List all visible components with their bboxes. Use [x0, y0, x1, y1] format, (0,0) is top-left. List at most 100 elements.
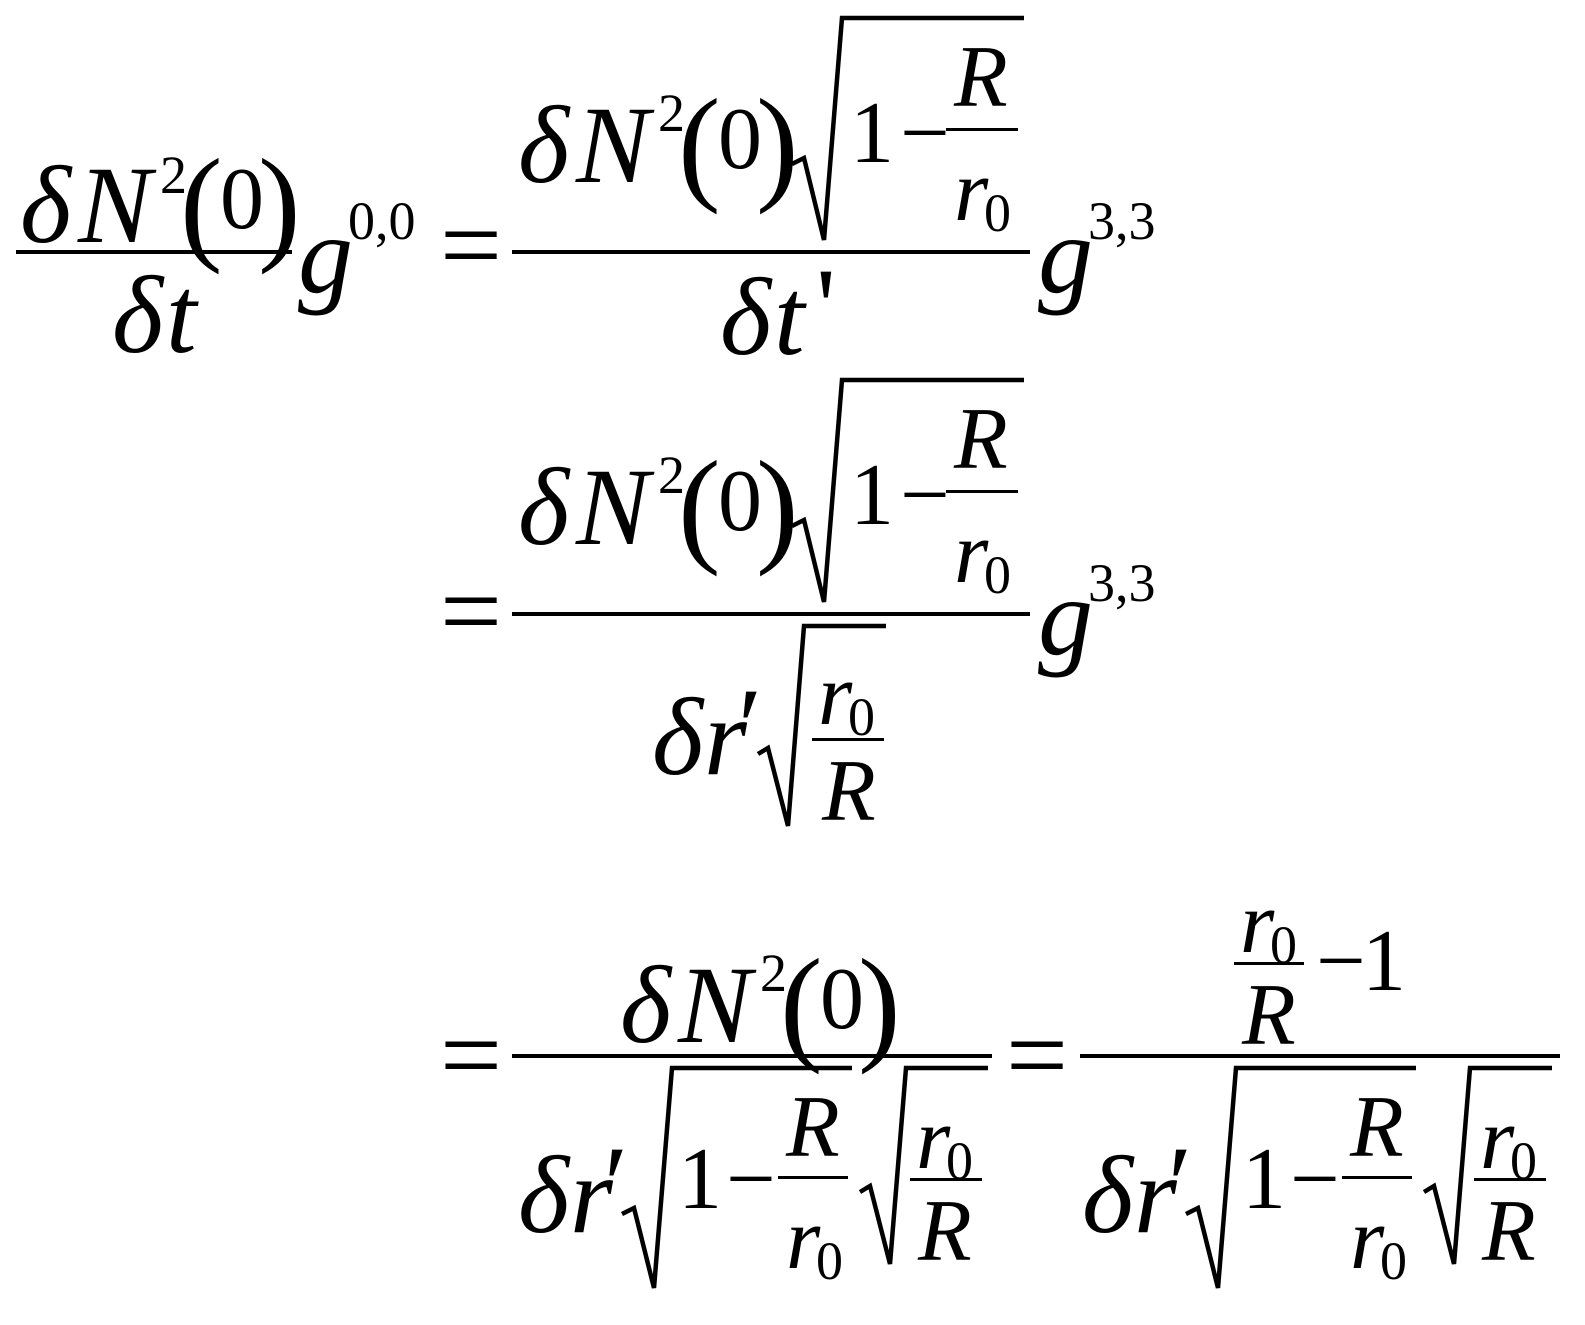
- prime-mark: ′: [738, 666, 763, 788]
- minus-sign: −: [900, 85, 950, 182]
- var-t: t: [774, 256, 805, 378]
- var-r: r: [916, 1091, 951, 1188]
- delta-symbol: δ: [518, 446, 570, 568]
- prime-mark: ': [816, 246, 836, 368]
- delta-symbol: δ: [720, 256, 772, 378]
- var-g: g: [1038, 556, 1093, 678]
- delta-symbol: δ: [20, 144, 72, 266]
- var-r: r: [1480, 1091, 1515, 1188]
- superscript-3-3: 3,3: [1088, 553, 1156, 613]
- right-paren: ): [756, 435, 799, 577]
- var-t: t: [166, 254, 197, 376]
- var-N: N: [78, 144, 152, 266]
- var-N: N: [678, 944, 752, 1066]
- fraction-bar: [910, 1178, 982, 1181]
- exponent-2: 2: [160, 145, 187, 205]
- radical-sign: [790, 15, 1024, 241]
- one: 1: [1242, 1131, 1286, 1228]
- var-R: R: [954, 391, 1008, 488]
- var-R: R: [822, 743, 876, 840]
- var-R: R: [1482, 1183, 1536, 1280]
- var-N: N: [576, 84, 650, 206]
- one: 1: [850, 85, 894, 182]
- exponent-2: 2: [658, 83, 685, 143]
- var-N: N: [576, 446, 650, 568]
- zero: 0: [718, 91, 762, 188]
- zero: 0: [220, 151, 264, 248]
- fraction-bar: [1474, 1178, 1546, 1181]
- right-paren: ): [258, 133, 301, 275]
- var-R: R: [1242, 967, 1296, 1064]
- minus-sign: −: [726, 1131, 776, 1228]
- subscript-0: 0: [848, 687, 875, 747]
- var-r: r: [1240, 875, 1275, 972]
- fraction-bar: [512, 250, 1030, 254]
- fraction-bar: [946, 490, 1018, 493]
- right-paren: ): [858, 933, 901, 1075]
- left-paren: (: [780, 933, 823, 1075]
- var-g: g: [298, 194, 353, 316]
- left-paren: (: [678, 73, 721, 215]
- exponent-2: 2: [658, 445, 685, 505]
- radical-sign: [620, 1065, 852, 1289]
- var-r: r: [570, 1134, 613, 1256]
- delta-symbol: δ: [518, 84, 570, 206]
- zero: 0: [718, 453, 762, 550]
- fraction-bar: [16, 250, 292, 254]
- delta-symbol: δ: [518, 1134, 570, 1256]
- var-r: r: [954, 505, 989, 602]
- one: 1: [1362, 913, 1406, 1010]
- superscript-0-0: 0,0: [348, 191, 416, 251]
- delta-symbol: δ: [1082, 1134, 1134, 1256]
- radical-sign: [858, 1065, 988, 1265]
- zero: 0: [820, 951, 864, 1048]
- exponent-2: 2: [760, 943, 787, 1003]
- fraction-bar: [812, 738, 884, 741]
- fraction-bar: [512, 1054, 992, 1058]
- radical-sign: [1184, 1065, 1416, 1289]
- fraction-bar: [512, 612, 1030, 616]
- delta-symbol: δ: [620, 944, 672, 1066]
- superscript-3-3: 3,3: [1088, 191, 1156, 251]
- equals-sign: =: [440, 550, 503, 672]
- fraction-bar: [1080, 1054, 1560, 1058]
- left-paren: (: [678, 435, 721, 577]
- one: 1: [678, 1131, 722, 1228]
- var-R: R: [918, 1183, 972, 1280]
- var-R: R: [1350, 1079, 1404, 1176]
- right-paren: ): [756, 73, 799, 215]
- equals-sign: =: [440, 994, 503, 1116]
- left-paren: (: [180, 133, 223, 275]
- radical-sign: [1422, 1065, 1552, 1265]
- minus-sign: −: [1290, 1131, 1340, 1228]
- delta-symbol: δ: [652, 676, 704, 798]
- var-r: r: [1134, 1134, 1177, 1256]
- fraction-bar: [1342, 1176, 1412, 1179]
- subscript-0: 0: [984, 545, 1011, 605]
- var-r: r: [954, 143, 989, 240]
- equals-sign: =: [440, 184, 503, 306]
- prime-mark: ′: [1168, 1124, 1193, 1246]
- radical-sign: [790, 377, 1024, 603]
- fraction-bar: [946, 128, 1018, 131]
- var-r: r: [1350, 1191, 1385, 1288]
- subscript-0: 0: [1380, 1231, 1407, 1291]
- subscript-0: 0: [984, 183, 1011, 243]
- one: 1: [850, 447, 894, 544]
- fraction-bar: [778, 1176, 848, 1179]
- fraction-bar: [1234, 962, 1304, 965]
- var-R: R: [954, 29, 1008, 126]
- equals-sign: =: [1006, 994, 1069, 1116]
- delta-symbol: δ: [112, 254, 164, 376]
- prime-mark: ′: [604, 1124, 629, 1246]
- minus-sign: −: [900, 447, 950, 544]
- minus-sign: −: [1316, 913, 1366, 1010]
- radical-sign: [756, 623, 886, 827]
- var-r: r: [818, 647, 853, 744]
- var-r: r: [786, 1191, 821, 1288]
- var-g: g: [1038, 194, 1093, 316]
- var-r: r: [704, 676, 747, 798]
- subscript-0: 0: [816, 1231, 843, 1291]
- var-R: R: [786, 1079, 840, 1176]
